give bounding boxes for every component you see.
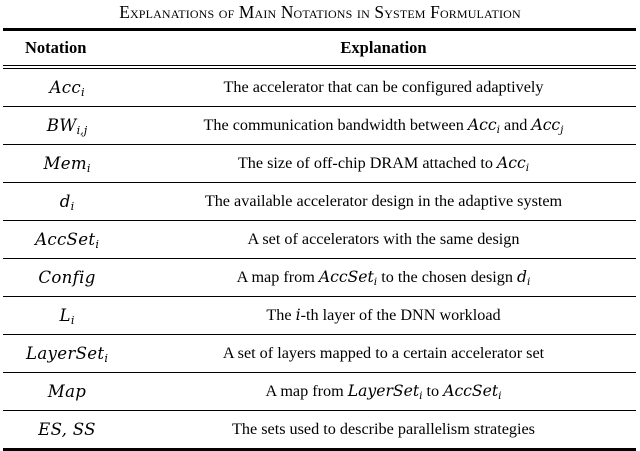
explanation-text: and (499, 116, 532, 134)
math-subscript: i (80, 86, 85, 100)
cell-notation: ES, SS (3, 410, 131, 448)
math-subscript: i (104, 352, 108, 366)
cell-notation: Li (3, 296, 131, 335)
explanation-text: The (266, 306, 296, 324)
math-subscript: i (419, 390, 423, 403)
cell-notation: Config (3, 258, 131, 297)
notations-table: Notation Explanation (3, 31, 636, 65)
math-expression: Memi (43, 153, 91, 176)
table-row: di The available accelerator design in th… (3, 182, 636, 221)
cell-explanation: A set of accelerators with the same desi… (131, 220, 636, 259)
explanation-text: The sets used to describe parallelism st… (232, 420, 535, 438)
cell-notation: AccSeti (3, 220, 131, 259)
math-expression: di (59, 191, 75, 214)
math-subscript: i,j (76, 124, 88, 138)
math-expression: Config (38, 267, 96, 287)
cell-explanation: A map from LayerSeti to AccSeti (131, 372, 636, 411)
math-expression: Li (59, 305, 75, 328)
table-body: Acci The accelerator that can be configur… (3, 69, 636, 448)
math-expression: di (517, 268, 531, 289)
math-expression: Acci (496, 154, 530, 175)
table-row: Memi The size of off-chip DRAM attached t… (3, 144, 636, 183)
math-subscript: i (525, 162, 530, 175)
math-expression: BWi,j (46, 115, 88, 138)
table-row: Acci The accelerator that can be configur… (3, 69, 636, 107)
column-header-explanation: Explanation (340, 38, 427, 57)
math-expression: AccSeti (443, 382, 502, 403)
math-expression: ES, SS (38, 419, 96, 439)
notations-table-body-wrap: Acci The accelerator that can be configur… (3, 69, 636, 448)
explanation-text: -th layer of the DNN workload (300, 306, 501, 324)
math-expression: AccSeti (318, 268, 378, 289)
math-subscript: j (560, 124, 564, 137)
cell-notation: Map (3, 372, 131, 411)
explanation-text: A map from (236, 268, 319, 286)
explanation-text: A map from (265, 382, 348, 400)
cell-notation: Acci (3, 69, 131, 107)
document-page: Explanations of Main Notations in System… (3, 2, 636, 451)
table-row: Config A map from AccSeti to the chosen d… (3, 258, 636, 297)
math-expression: Acci (49, 77, 85, 100)
cell-explanation: The accelerator that can be configured a… (131, 69, 636, 107)
table-row: BWi,j The communication bandwidth between… (3, 106, 636, 145)
cell-notation: Memi (3, 144, 131, 183)
math-subscript: i (70, 200, 75, 214)
column-header-notation: Notation (25, 38, 87, 57)
explanation-text: to (422, 382, 444, 400)
explanation-text: The accelerator that can be configured a… (223, 78, 544, 96)
math-subscript: i (527, 276, 531, 289)
math-subscript: i (70, 314, 75, 328)
table-caption: Explanations of Main Notations in System… (119, 2, 521, 22)
math-subscript: i (373, 276, 378, 289)
math-expression: i (295, 306, 301, 324)
math-expression: Accj (531, 116, 564, 137)
notations-table-container: Notation Explanation Acci The accelerator… (3, 28, 636, 451)
cell-notation: LayerSeti (3, 334, 131, 373)
table-row: ES, SS The sets used to describe parallel… (3, 410, 636, 448)
cell-explanation: The size of off-chip DRAM attached to Ac… (131, 144, 636, 183)
table-row: Map A map from LayerSeti to AccSeti (3, 372, 636, 411)
math-subscript: i (498, 390, 502, 403)
math-expression: AccSeti (35, 229, 99, 252)
explanation-text: A set of accelerators with the same desi… (247, 230, 520, 248)
cell-notation: di (3, 182, 131, 221)
math-expression: Map (47, 381, 87, 401)
table-row: LayerSeti A set of layers mapped to a cer… (3, 334, 636, 373)
explanation-text: A set of layers mapped to a certain acce… (222, 344, 545, 362)
cell-explanation: A set of layers mapped to a certain acce… (131, 334, 636, 373)
cell-explanation: The sets used to describe parallelism st… (131, 410, 636, 448)
table-top-rule (3, 28, 636, 31)
header-body-double-rule (3, 65, 636, 69)
explanation-text: to the chosen design (377, 268, 518, 286)
cell-notation: BWi,j (3, 106, 131, 145)
math-expression: Acci (467, 116, 500, 137)
math-subscript: i (86, 162, 91, 176)
explanation-text: The communication bandwidth between (203, 116, 468, 134)
math-expression: LayerSeti (26, 343, 108, 366)
math-expression: LayerSeti (347, 382, 423, 403)
cell-explanation: The i-th layer of the DNN workload (131, 296, 636, 335)
explanation-text: The size of off-chip DRAM attached to (237, 154, 497, 172)
cell-explanation: The communication bandwidth between Acci… (131, 106, 636, 145)
table-header: Notation Explanation (3, 31, 636, 65)
table-row: AccSeti A set of accelerators with the sa… (3, 220, 636, 259)
cell-explanation: The available accelerator design in the … (131, 182, 636, 221)
math-subscript: i (496, 124, 500, 137)
table-header-row: Notation Explanation (3, 31, 636, 65)
math-subscript: i (95, 238, 99, 252)
explanation-text: The available accelerator design in the … (204, 192, 563, 210)
cell-explanation: A map from AccSeti to the chosen design … (131, 258, 636, 297)
